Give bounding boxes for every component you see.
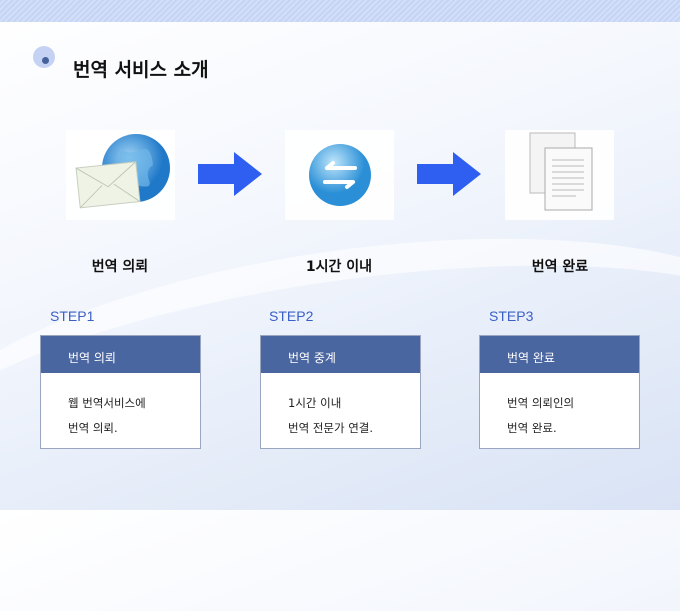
mail-globe-icon bbox=[66, 130, 175, 220]
exchange-icon bbox=[285, 130, 394, 220]
step-label: STEP1 bbox=[50, 308, 95, 324]
step-card-header: 번역 의뢰 bbox=[41, 336, 200, 373]
arrow-right-icon bbox=[198, 152, 262, 196]
step-line: 번역 완료. bbox=[507, 421, 557, 435]
step-line: 웹 번역서비스에 bbox=[68, 396, 146, 410]
top-band bbox=[0, 0, 680, 22]
page-title: 번역 서비스 소개 bbox=[73, 59, 209, 81]
step-card-header: 번역 중계 bbox=[261, 336, 420, 373]
documents-icon bbox=[505, 130, 614, 220]
title-bullet-icon bbox=[33, 46, 55, 68]
arrow-right-icon bbox=[417, 152, 481, 196]
step-line: 번역 전문가 연결. bbox=[288, 421, 374, 435]
step-label: STEP2 bbox=[269, 308, 314, 324]
step-card-header: 번역 완료 bbox=[480, 336, 639, 373]
flow-label-1: 번역 의뢰 bbox=[91, 259, 149, 275]
flow-label-3: 번역 완료 bbox=[531, 259, 589, 275]
step-line: 1시간 이내 bbox=[288, 396, 342, 410]
step-line: 번역 의뢰인의 bbox=[507, 396, 575, 410]
flow-label-2: 1시간 이내 bbox=[305, 259, 373, 275]
step-line: 번역 의뢰. bbox=[68, 421, 118, 435]
step-label: STEP3 bbox=[489, 308, 534, 324]
